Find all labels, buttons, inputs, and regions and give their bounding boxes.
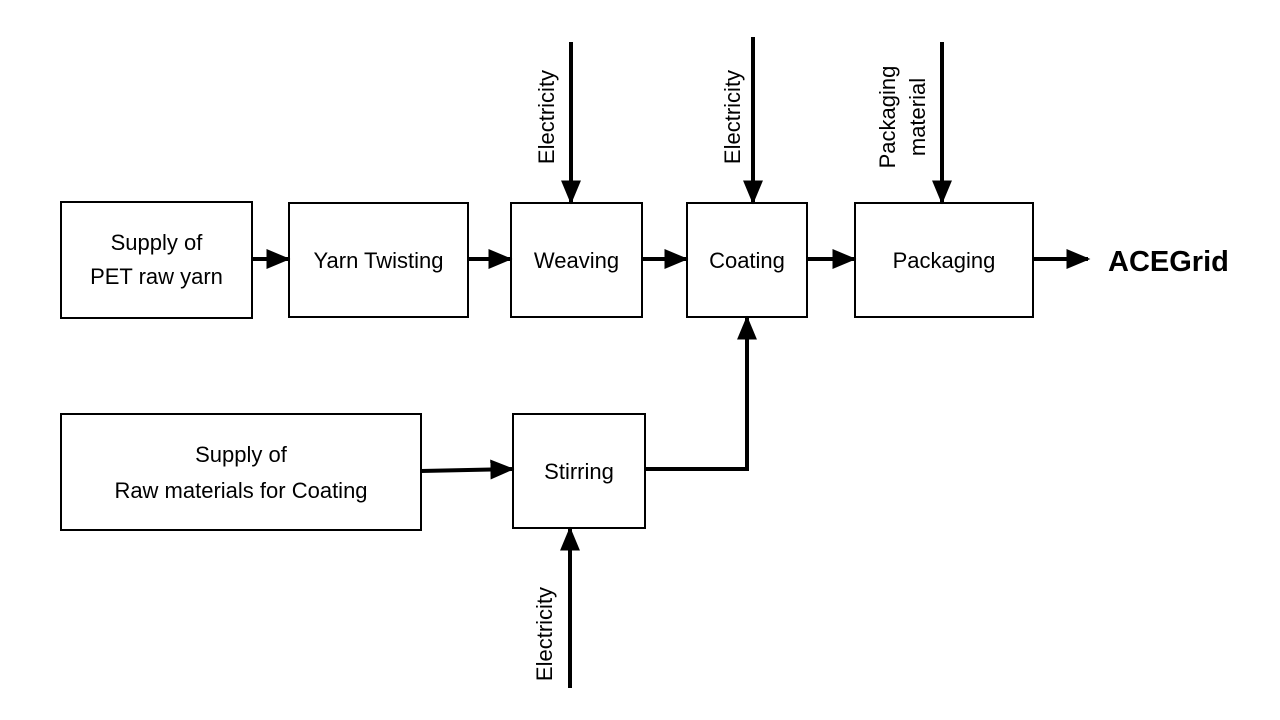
weaving-box: Weaving (510, 202, 643, 318)
pet-yarn-supply-box: Supply of PET raw yarn (60, 201, 253, 319)
arrow-stirring-to-coating (645, 315, 757, 471)
packaging-material-label-line1: Packaging (875, 66, 900, 169)
weaving-label: Weaving (534, 248, 619, 273)
pet-yarn-supply-label-line2: PET raw yarn (90, 264, 223, 289)
coating-materials-supply-label-line1: Supply of (195, 442, 288, 467)
final-product-label: ACEGrid (1108, 246, 1229, 278)
coating-label: Coating (709, 248, 785, 273)
pet-yarn-supply-label-line1: Supply of (111, 230, 204, 255)
weaving-electricity-label: Electricity (534, 70, 559, 164)
coating-electricity-label: Electricity (720, 70, 745, 164)
yarn-twisting-label: Yarn Twisting (313, 248, 443, 273)
coating-materials-supply-box: Supply of Raw materials for Coating (60, 413, 422, 531)
stirring-electricity-label: Electricity (532, 587, 557, 681)
arrow-materials-to-stirring (420, 459, 515, 480)
packaging-label: Packaging (893, 248, 996, 273)
coating-box: Coating (686, 202, 808, 318)
stirring-label: Stirring (544, 459, 614, 484)
packaging-material-label-line2: material (905, 78, 930, 156)
coating-materials-supply-label-line2: Raw materials for Coating (114, 478, 367, 503)
stirring-box: Stirring (512, 413, 646, 529)
yarn-twisting-box: Yarn Twisting (288, 202, 469, 318)
packaging-box: Packaging (854, 202, 1034, 318)
